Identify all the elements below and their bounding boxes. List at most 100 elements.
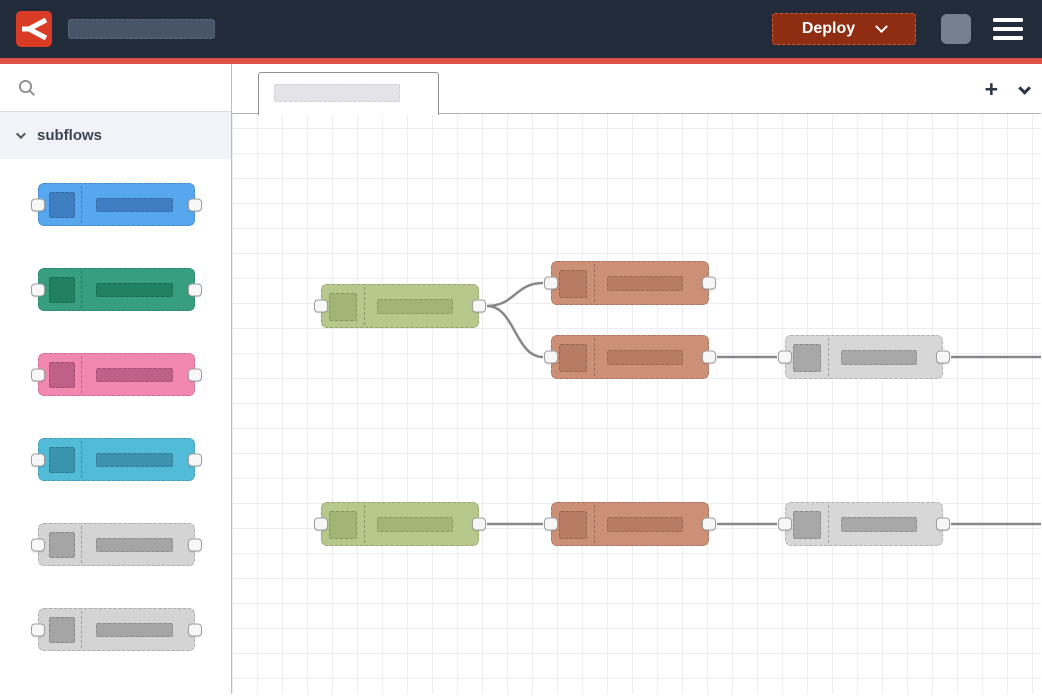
avatar[interactable]: [941, 14, 971, 44]
palette-node-subflow-cyan[interactable]: [31, 438, 202, 481]
node-port-right[interactable]: [188, 453, 202, 466]
node-separator: [364, 287, 365, 325]
node-icon-placeholder: [329, 293, 357, 321]
node-port-right[interactable]: [188, 283, 202, 296]
node-icon-placeholder: [793, 344, 821, 372]
palette-node-subflow-pink[interactable]: [31, 353, 202, 396]
node-port-left[interactable]: [31, 283, 45, 296]
node-port-right[interactable]: [702, 276, 716, 290]
node-icon-placeholder: [793, 511, 821, 539]
node-port-left[interactable]: [544, 517, 558, 531]
node-label-placeholder: [841, 350, 917, 365]
logo-glyph: [22, 17, 48, 41]
wire-n1-to-n3[interactable]: [486, 304, 544, 359]
deploy-button-label: Deploy: [801, 20, 856, 37]
node-separator: [594, 505, 595, 543]
node-port-left[interactable]: [314, 299, 328, 313]
palette-node-subflow-gray-2[interactable]: [31, 608, 202, 651]
node-label-placeholder: [841, 517, 917, 532]
node-label-placeholder: [607, 517, 683, 532]
node-separator: [81, 611, 82, 648]
node-icon-placeholder: [49, 192, 75, 218]
header-actions: Deploy: [772, 13, 1023, 45]
node-icon-placeholder: [559, 344, 587, 372]
node-label-placeholder: [607, 350, 683, 365]
node-separator: [364, 505, 365, 543]
node-separator: [81, 186, 82, 223]
node-label-placeholder: [377, 299, 453, 314]
node-separator: [594, 264, 595, 302]
main-layout: subflows +: [0, 64, 1042, 694]
tab-bar: +: [232, 64, 1041, 115]
node-port-right[interactable]: [936, 517, 950, 531]
node-port-right[interactable]: [188, 623, 202, 636]
node-label-placeholder: [96, 623, 173, 637]
workspace: +: [232, 64, 1041, 694]
wires-layer: [486, 281, 1041, 526]
node-icon-placeholder: [49, 447, 75, 473]
node-port-left[interactable]: [31, 453, 45, 466]
palette-node-subflow-gray-1[interactable]: [31, 523, 202, 566]
flow-node-olive-2[interactable]: [314, 502, 486, 546]
node-separator: [594, 338, 595, 376]
flow-node-gray-2[interactable]: [778, 502, 950, 546]
flow-node-salmon-2[interactable]: [544, 335, 716, 379]
node-label-placeholder: [607, 276, 683, 291]
node-port-right[interactable]: [188, 198, 202, 211]
hamburger-menu-icon[interactable]: [993, 18, 1023, 40]
node-icon-placeholder: [49, 277, 75, 303]
flow-tab[interactable]: [258, 72, 439, 115]
node-separator: [81, 441, 82, 478]
wire-n1-to-n2[interactable]: [486, 281, 544, 308]
node-separator: [81, 526, 82, 563]
node-port-right[interactable]: [188, 368, 202, 381]
node-icon-placeholder: [559, 270, 587, 298]
node-port-right[interactable]: [472, 517, 486, 531]
node-port-left[interactable]: [778, 350, 792, 364]
node-port-right[interactable]: [702, 517, 716, 531]
node-port-right[interactable]: [936, 350, 950, 364]
palette-node-subflow-blue[interactable]: [31, 183, 202, 226]
node-port-left[interactable]: [31, 198, 45, 211]
node-port-left[interactable]: [31, 623, 45, 636]
node-label-placeholder: [96, 283, 173, 297]
node-separator: [828, 338, 829, 376]
app-title-placeholder: [68, 19, 215, 39]
deploy-button[interactable]: Deploy: [772, 13, 916, 45]
node-separator: [81, 271, 82, 308]
flow-node-olive-1[interactable]: [314, 284, 486, 328]
palette-category-subflows[interactable]: subflows: [0, 112, 231, 159]
chevron-down-icon: [875, 19, 889, 33]
flow-node-gray-1[interactable]: [778, 335, 950, 379]
node-label-placeholder: [377, 517, 453, 532]
flow-node-salmon-3[interactable]: [544, 502, 716, 546]
flow-canvas[interactable]: [232, 114, 1041, 694]
palette-node-subflow-green[interactable]: [31, 268, 202, 311]
palette-sidebar: subflows: [0, 64, 232, 694]
node-port-left[interactable]: [544, 350, 558, 364]
node-icon-placeholder: [49, 532, 75, 558]
node-separator: [828, 505, 829, 543]
palette-search[interactable]: [0, 64, 231, 112]
node-port-right[interactable]: [702, 350, 716, 364]
node-red-logo-icon[interactable]: [16, 11, 52, 47]
node-separator: [81, 356, 82, 393]
node-port-right[interactable]: [188, 538, 202, 551]
chevron-down-icon: [15, 129, 26, 140]
flow-list-button[interactable]: [1018, 81, 1031, 95]
node-port-left[interactable]: [31, 368, 45, 381]
palette-list: [0, 159, 231, 651]
flow-node-salmon-1[interactable]: [544, 261, 716, 305]
flow-tab-label-placeholder: [274, 84, 400, 102]
chevron-down-icon: [1018, 81, 1031, 95]
node-label-placeholder: [96, 368, 173, 382]
header: Deploy: [0, 0, 1042, 64]
node-icon-placeholder: [49, 617, 75, 643]
add-flow-button[interactable]: +: [984, 75, 998, 102]
node-port-right[interactable]: [472, 299, 486, 313]
node-port-left[interactable]: [544, 276, 558, 290]
node-port-left[interactable]: [314, 517, 328, 531]
node-port-left[interactable]: [31, 538, 45, 551]
tab-actions: +: [984, 64, 1031, 114]
node-port-left[interactable]: [778, 517, 792, 531]
